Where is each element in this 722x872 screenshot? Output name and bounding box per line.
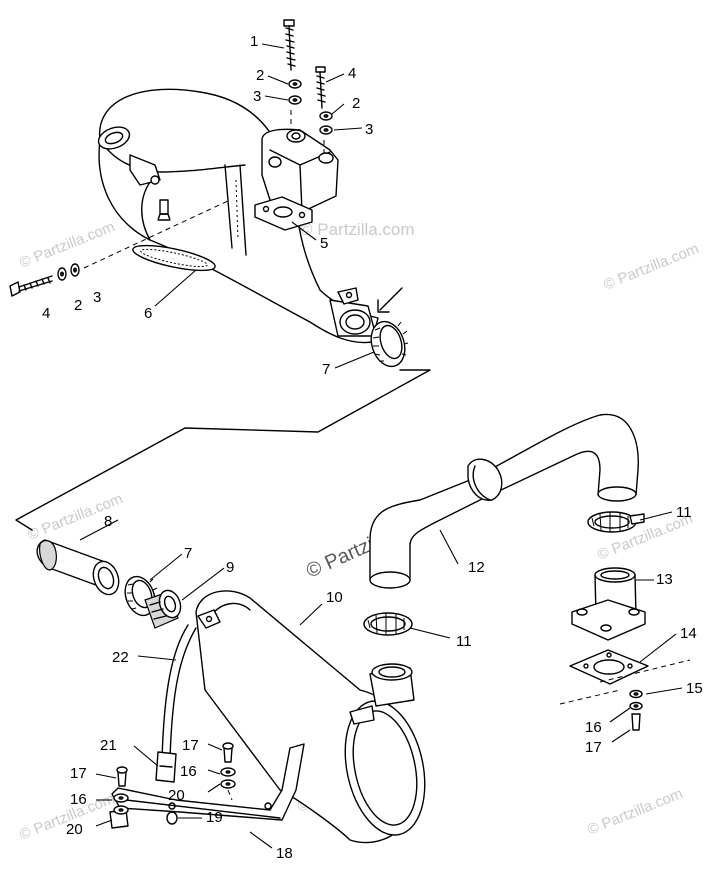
clamp-7-top — [370, 287, 409, 368]
callout-7a: 7 — [322, 361, 330, 378]
callout-17b: 17 — [182, 737, 199, 754]
callout-6: 6 — [144, 305, 152, 322]
callout-2a: 2 — [256, 67, 264, 84]
callout-4a: 4 — [42, 305, 50, 322]
callout-11a: 11 — [676, 504, 692, 521]
callout-1: 1 — [250, 33, 258, 50]
callout-16a: 16 — [585, 719, 602, 736]
callout-17c: 17 — [70, 765, 87, 782]
callout-14: 14 — [680, 625, 697, 642]
callout-20b: 20 — [66, 821, 83, 838]
dash-rt2 — [559, 689, 621, 705]
muffler-10 — [195, 590, 426, 844]
watermark-8: © Partzilla.com — [585, 785, 685, 839]
leader-lines — [79, 43, 683, 849]
watermark-2: © Partzilla.com — [17, 218, 117, 272]
adapter-13 — [571, 567, 646, 641]
clamp-11-left — [363, 612, 413, 636]
gasket-14 — [569, 649, 649, 685]
callout-19: 19 — [206, 809, 223, 826]
pipe-8 — [36, 539, 120, 596]
callout-10: 10 — [326, 589, 343, 606]
coupler-9 — [144, 589, 182, 629]
callout-3c: 3 — [93, 289, 101, 306]
callout-4b: 4 — [348, 65, 356, 82]
expansion-pipe — [97, 88, 379, 344]
pipe-12 — [369, 413, 639, 589]
callout-2c: 2 — [74, 297, 82, 314]
hardware-bottom — [113, 742, 236, 825]
callout-20a: 20 — [168, 787, 185, 804]
callout-8: 8 — [104, 513, 112, 530]
callout-3a: 3 — [253, 88, 261, 105]
dash-rt — [599, 659, 691, 683]
callout-21: 21 — [100, 737, 117, 754]
routing-line — [15, 369, 431, 531]
callout-22: 22 — [112, 649, 129, 666]
callout-5: 5 — [320, 235, 328, 252]
callout-12: 12 — [468, 559, 485, 576]
callout-9: 9 — [226, 559, 234, 576]
manifold-5 — [254, 128, 339, 231]
callout-16b: 16 — [180, 763, 197, 780]
callout-7b: 7 — [184, 545, 192, 562]
watermark-3: © Partzilla.com — [601, 240, 701, 294]
callout-11b: 11 — [456, 633, 472, 650]
callout-16c: 16 — [70, 791, 87, 808]
callout-15: 15 — [686, 680, 703, 697]
hardware-top — [9, 19, 333, 297]
callout-17a: 17 — [585, 739, 602, 756]
strap-22 — [155, 624, 197, 783]
callout-13: 13 — [656, 571, 673, 588]
callout-18: 18 — [276, 845, 293, 862]
clamp-11-right — [587, 511, 645, 533]
hardware-right — [629, 689, 643, 731]
callout-numbers: 1 2 3 4 2 3 5 4 2 3 6 7 8 7 9 10 22 12 1… — [42, 33, 703, 862]
callout-2b: 2 — [352, 95, 360, 112]
watermark-1: © Partzilla.com — [300, 220, 415, 239]
callout-3b: 3 — [365, 121, 373, 138]
